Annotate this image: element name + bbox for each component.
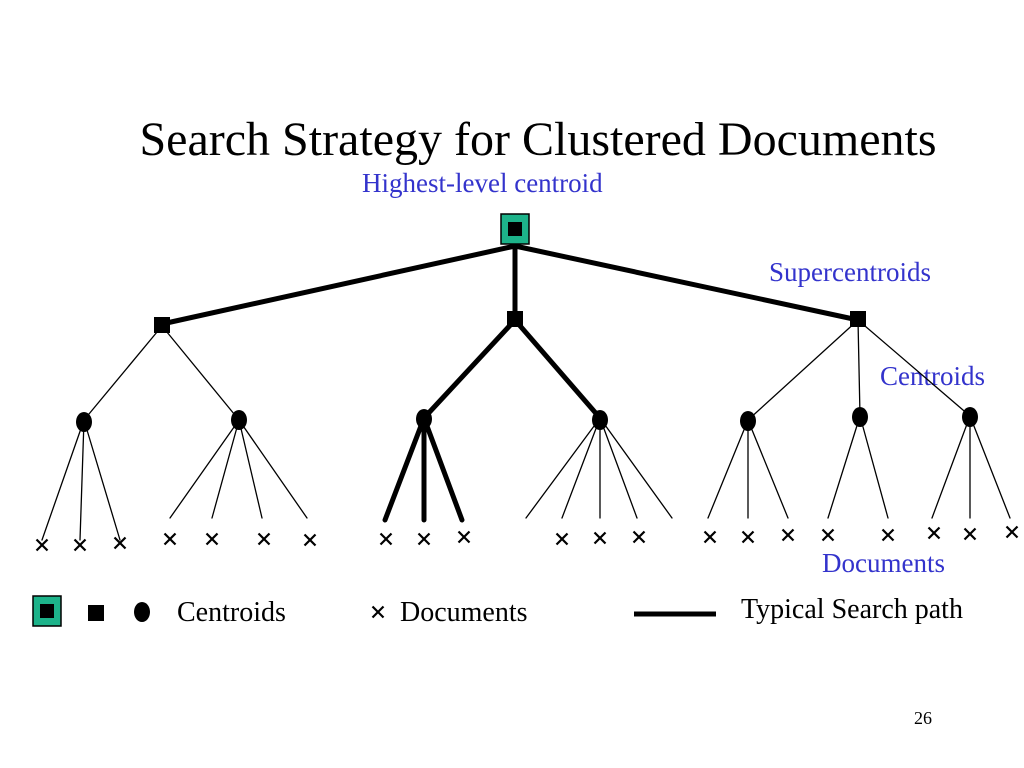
edge-super1-centroid-2 (161, 325, 240, 421)
legend-supercentroid-icon (88, 605, 104, 621)
document-mark-4 (163, 532, 177, 546)
edge-super3-centroid-7 (857, 319, 971, 417)
document-mark-10 (457, 530, 471, 544)
centroid-node-4 (592, 410, 608, 430)
document-mark-5 (205, 532, 219, 546)
document-mark-12 (593, 531, 607, 545)
document-mark-13 (632, 530, 646, 544)
legend-document-icon (371, 605, 385, 619)
label-centroids: Centroids (880, 361, 985, 391)
legend-root-icon (40, 604, 54, 618)
label-supercentroids: Supercentroids (769, 257, 931, 287)
edge-centroid-doc-18 (747, 419, 789, 519)
legend-centroid-icon (134, 602, 150, 622)
centroid-node-1 (76, 412, 92, 432)
document-mark-6 (257, 532, 271, 546)
document-mark-11 (555, 532, 569, 546)
root-node-icon (508, 222, 522, 236)
edge-centroid-doc-3 (83, 419, 121, 541)
edge-centroid-doc-2 (79, 419, 85, 541)
legend-centroids-label: Centroids (177, 597, 286, 628)
edge-centroid-doc-8 (382, 415, 427, 523)
supercentroid-node-2 (507, 311, 523, 327)
edge-centroid-doc-20 (859, 415, 889, 519)
document-mark-21 (1005, 525, 1019, 539)
centroid-node-7 (962, 407, 978, 427)
document-mark-14 (703, 530, 717, 544)
edge-root-super-1 (159, 243, 518, 327)
edge-centroid-doc-12 (561, 417, 601, 519)
edge-root-super-3 (512, 243, 861, 323)
document-mark-17 (821, 528, 835, 542)
edge-super2-centroid-4 (512, 317, 603, 421)
document-mark-16 (781, 528, 795, 542)
document-mark-8 (379, 532, 393, 546)
page-number: 26 (914, 708, 932, 728)
label-highest-level-centroid: Highest-level centroid (362, 168, 603, 198)
edge-centroid-doc-4 (169, 419, 240, 519)
edge-centroid-doc-16 (707, 419, 749, 519)
edge-super1-centroid-1 (83, 325, 163, 421)
legend-documents-label: Documents (400, 597, 528, 628)
centroid-node-2 (231, 410, 247, 430)
supercentroid-node-1 (154, 317, 170, 333)
edge-centroid-doc-11 (525, 417, 601, 519)
document-mark-7 (303, 533, 317, 547)
document-mark-9 (417, 532, 431, 546)
legend-search-path-label: Typical Search path (741, 594, 963, 625)
edge-centroid-doc-7 (238, 419, 308, 519)
supercentroid-node-3 (850, 311, 866, 327)
centroid-node-5 (740, 411, 756, 431)
edge-centroid-doc-6 (238, 419, 263, 519)
edge-centroid-doc-5 (211, 419, 240, 519)
label-documents: Documents (822, 548, 945, 578)
document-mark-19 (927, 526, 941, 540)
document-mark-3 (113, 536, 127, 550)
edge-super3-centroid-5 (747, 319, 859, 421)
document-mark-15 (741, 530, 755, 544)
edge-centroid-doc-23 (969, 415, 1011, 519)
document-mark-2 (73, 538, 87, 552)
edge-centroid-doc-21 (931, 415, 971, 519)
edge-centroid-doc-19 (827, 415, 861, 519)
centroid-node-6 (852, 407, 868, 427)
document-mark-20 (963, 527, 977, 541)
document-mark-18 (881, 528, 895, 542)
edge-centroid-doc-10 (421, 415, 465, 523)
edge-super2-centroid-3 (421, 317, 518, 421)
slide-title: Search Strategy for Clustered Documents (139, 113, 937, 166)
edge-centroid-doc-1 (41, 419, 85, 541)
centroid-node-3 (416, 409, 432, 429)
edge-centroid-doc-14 (599, 417, 638, 519)
edge-centroid-doc-15 (599, 417, 673, 519)
edge-super3-centroid-6 (857, 319, 861, 417)
document-mark-1 (35, 538, 49, 552)
